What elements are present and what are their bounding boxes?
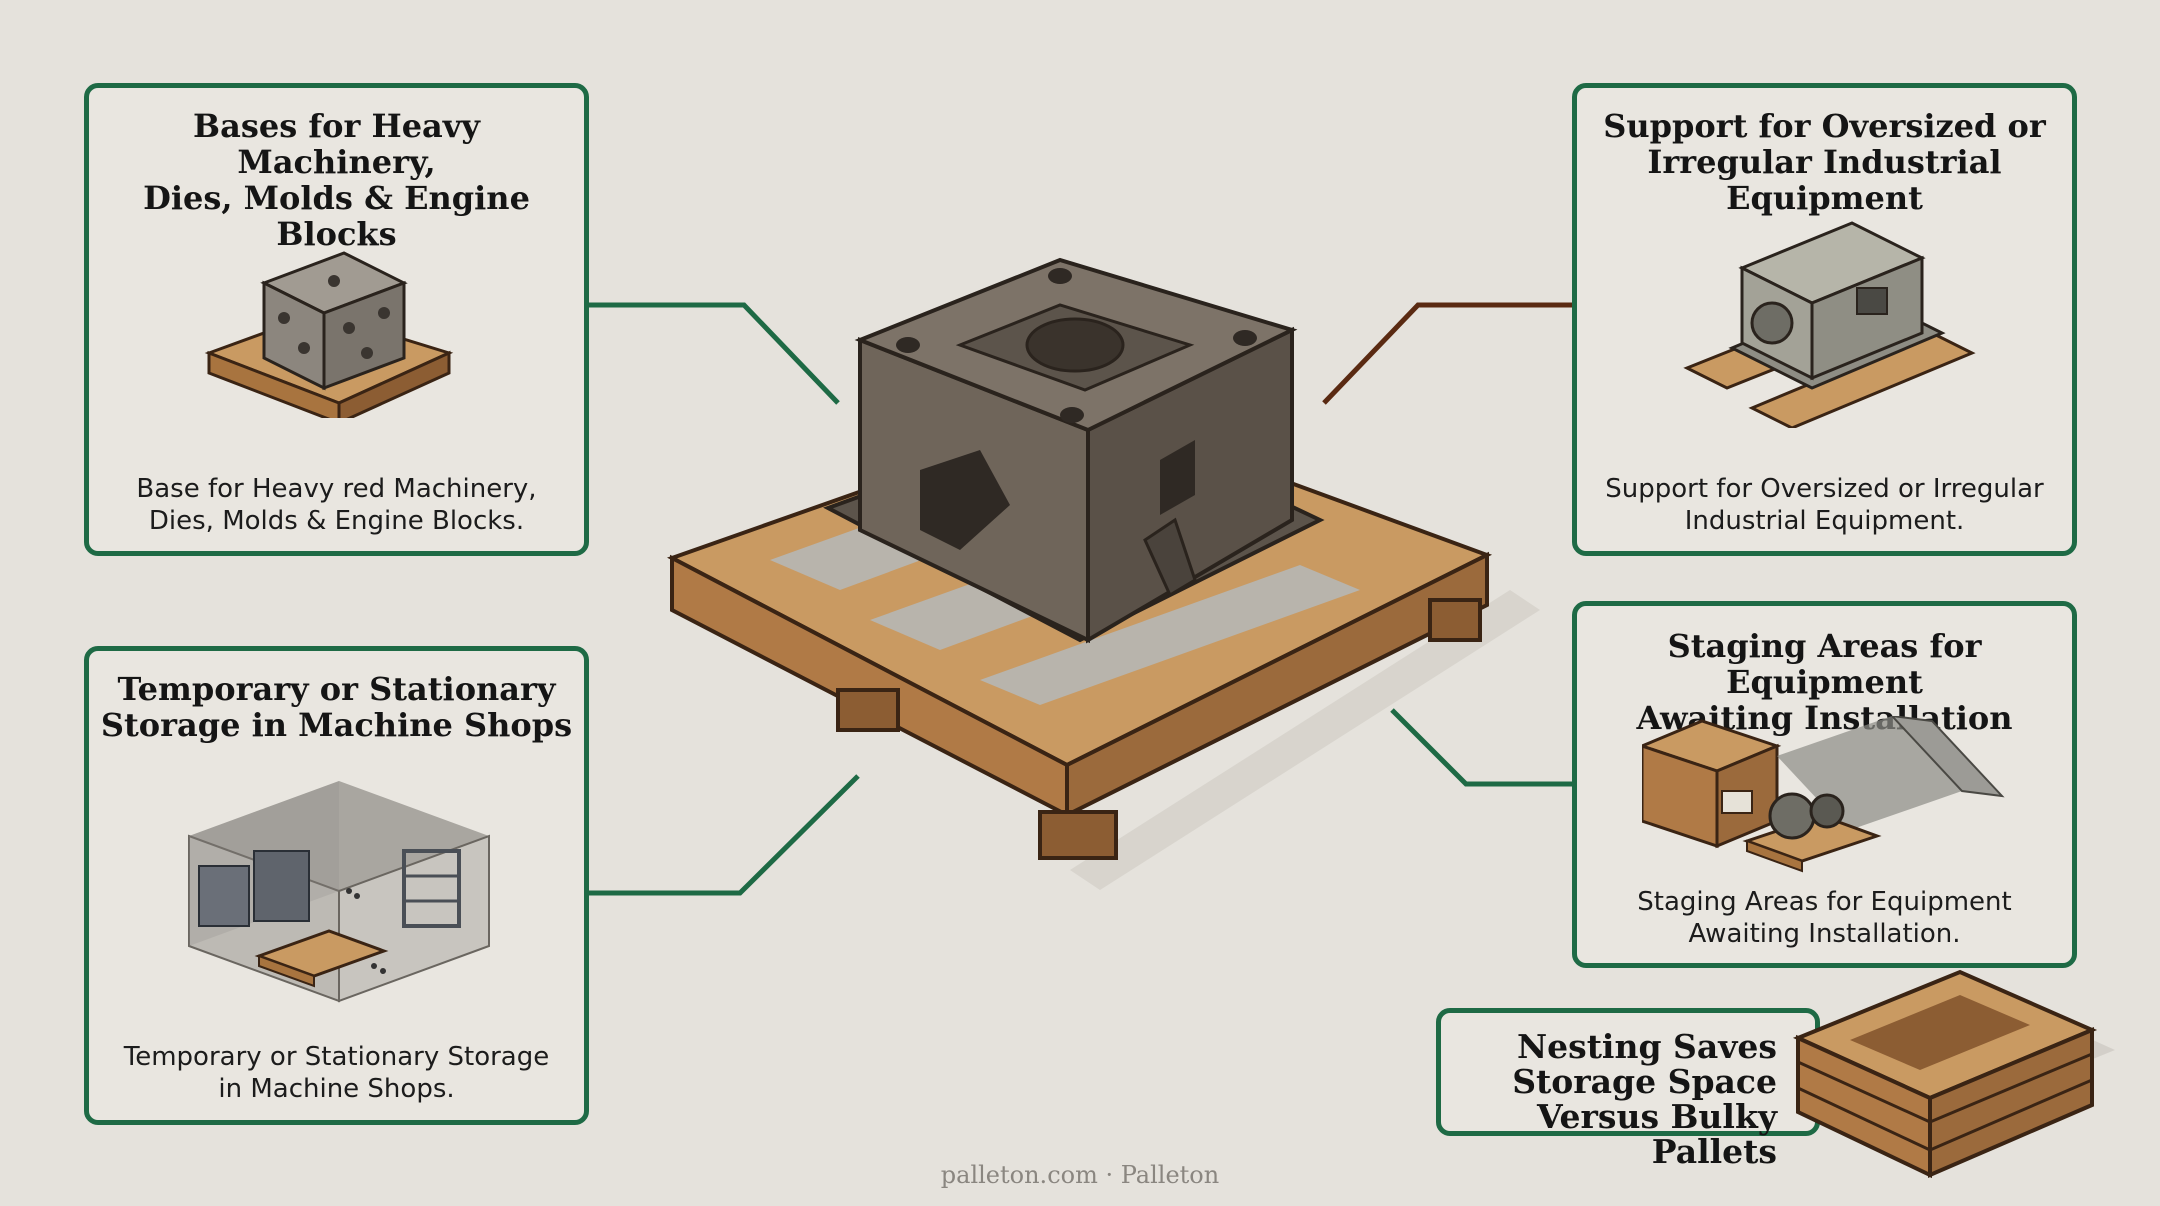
card-caption: Temporary or Stationary Storage in Machi… [123, 1042, 550, 1104]
pallet-front-right [1065, 551, 1489, 819]
card-staging-areas: Staging Areas for Equipment Awaiting Ins… [1572, 601, 2077, 968]
die-on-pallet-illustration [204, 251, 454, 418]
footer-attribution: palleton.com · Palleton [940, 1161, 1220, 1189]
machine-on-skids-illustration [1683, 221, 1976, 428]
connector-oversized-equipment [1322, 302, 1572, 405]
card-caption: Base for Heavy red Machinery, Dies, Mold… [136, 474, 537, 536]
card-title: Nesting Saves Storage Space Versus Bulky… [1512, 1027, 1777, 1171]
card-heavy-machinery: Bases for Heavy Machinery, Dies, Molds &… [84, 83, 589, 556]
card-oversized-equipment: Support for Oversized or Irregular Indus… [1572, 83, 2077, 556]
machine-shop-room-illustration [188, 781, 490, 1003]
card-caption: Support for Oversized or Irregular Indus… [1605, 474, 2044, 536]
card-title: Bases for Heavy Machinery, Dies, Molds &… [143, 107, 530, 253]
staging-area-illustration [1642, 716, 2005, 873]
connector-staging-areas [1390, 708, 1572, 787]
card-caption: Staging Areas for Equipment Awaiting Ins… [1637, 887, 2012, 949]
card-machine-shop-storage: Temporary or Stationary Storage in Machi… [84, 646, 589, 1125]
connector-machine-shop [589, 774, 860, 896]
card-title: Temporary or Stationary Storage in Machi… [100, 670, 573, 744]
connector-heavy-machinery [589, 302, 840, 405]
card-title: Support for Oversized or Irregular Indus… [1603, 107, 2046, 217]
